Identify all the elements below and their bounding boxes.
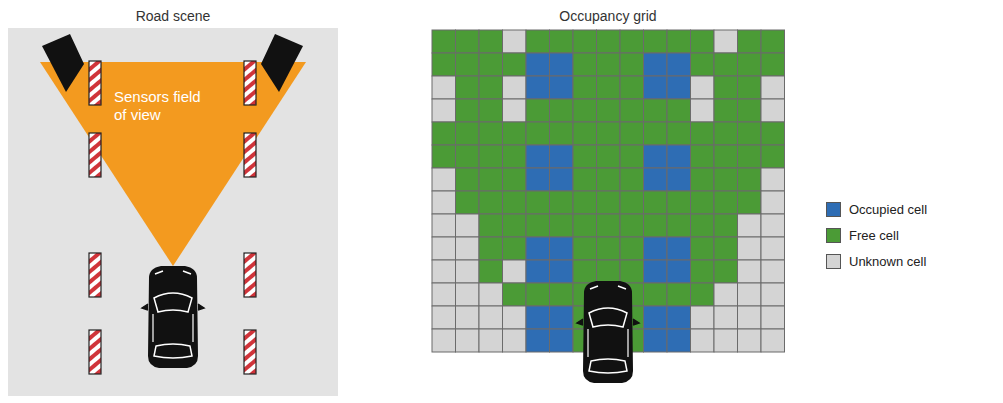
legend-row: Unknown cell — [826, 254, 926, 269]
legend-row: Occupied cell — [826, 202, 927, 217]
sensor — [261, 34, 303, 92]
car — [577, 281, 639, 383]
legend-swatch — [826, 202, 841, 217]
panel-title: Road scene — [73, 8, 273, 24]
sensor — [42, 34, 84, 92]
field-of-view — [40, 62, 306, 266]
legend-text: Unknown cell — [849, 254, 926, 269]
panel-title: Occupancy grid — [508, 8, 708, 24]
legend-text: Occupied cell — [849, 202, 927, 217]
road-ground — [8, 28, 338, 396]
road-posts — [89, 61, 256, 374]
legend-text: Free cell — [849, 228, 899, 243]
legend-swatch — [826, 228, 841, 243]
car — [142, 266, 204, 368]
legend-row: Free cell — [826, 228, 899, 243]
legend-swatch — [826, 254, 841, 269]
region-label: Sensors field of view — [114, 88, 214, 124]
